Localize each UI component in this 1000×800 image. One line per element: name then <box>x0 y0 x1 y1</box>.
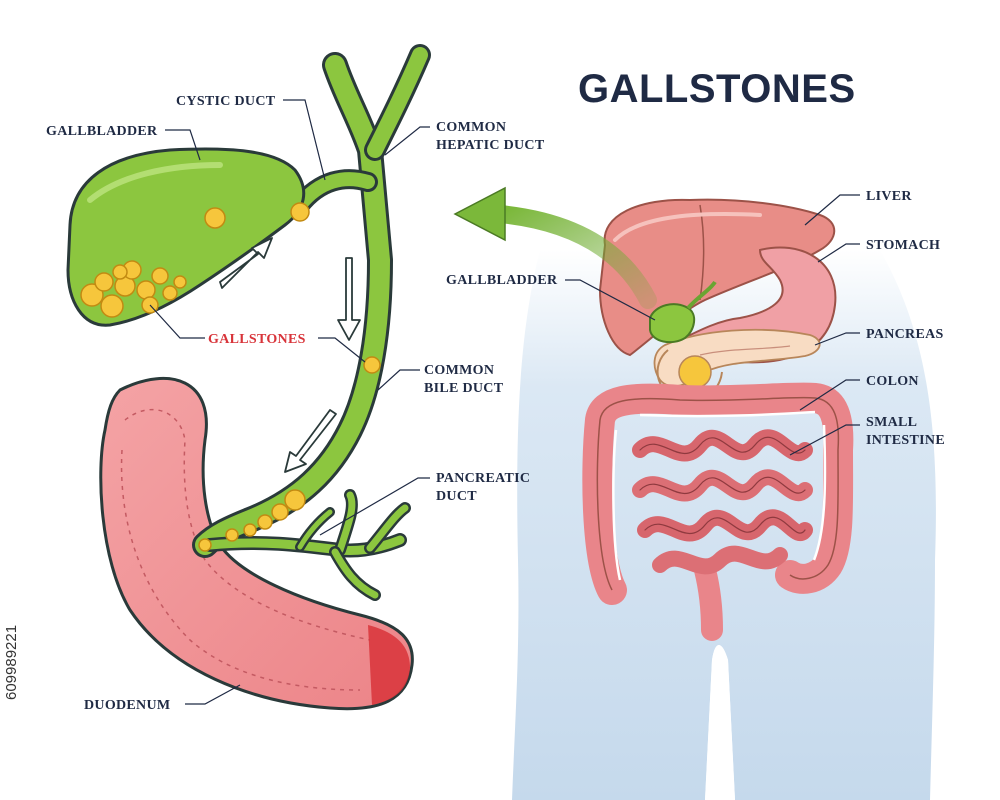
label-common-bile-1: COMMON <box>424 363 494 378</box>
small-intestine-organ <box>632 429 813 575</box>
duodenum-organ <box>99 376 414 711</box>
label-pancreas: PANCREAS <box>866 327 944 342</box>
duodenum-right-core <box>678 355 712 389</box>
label-gallbladder-right: GALLBLADDER <box>446 273 558 288</box>
duct-system <box>192 44 431 601</box>
label-cystic-duct: CYSTIC DUCT <box>176 94 276 109</box>
label-stomach: STOMACH <box>866 238 940 253</box>
label-common-hepatic-1: COMMON <box>436 120 506 135</box>
label-colon: COLON <box>866 374 919 389</box>
label-duodenum: DUODENUM <box>84 698 170 713</box>
label-liver: LIVER <box>866 189 912 204</box>
zoom-arrow <box>453 186 657 309</box>
label-common-hepatic-2: HEPATIC DUCT <box>436 138 545 153</box>
flow-arrows <box>219 237 361 473</box>
label-pancreatic-2: DUCT <box>436 489 477 504</box>
label-pancreatic-1: PANCREATIC <box>436 471 530 486</box>
page-title: GALLSTONES <box>578 67 856 111</box>
stock-id: 609989221 <box>3 625 20 700</box>
liver-highlight <box>613 212 762 242</box>
label-small-intestine-1: SMALL <box>866 415 917 430</box>
label-common-bile-2: BILE DUCT <box>424 381 504 396</box>
gallstones-cluster <box>80 202 381 552</box>
label-gallstones: GALLSTONES <box>208 332 306 347</box>
label-small-intestine-2: INTESTINE <box>866 433 945 448</box>
gallbladder-right-organ <box>649 303 696 344</box>
leader-lines <box>149 99 860 705</box>
label-gallbladder-left: GALLBLADDER <box>46 124 158 139</box>
